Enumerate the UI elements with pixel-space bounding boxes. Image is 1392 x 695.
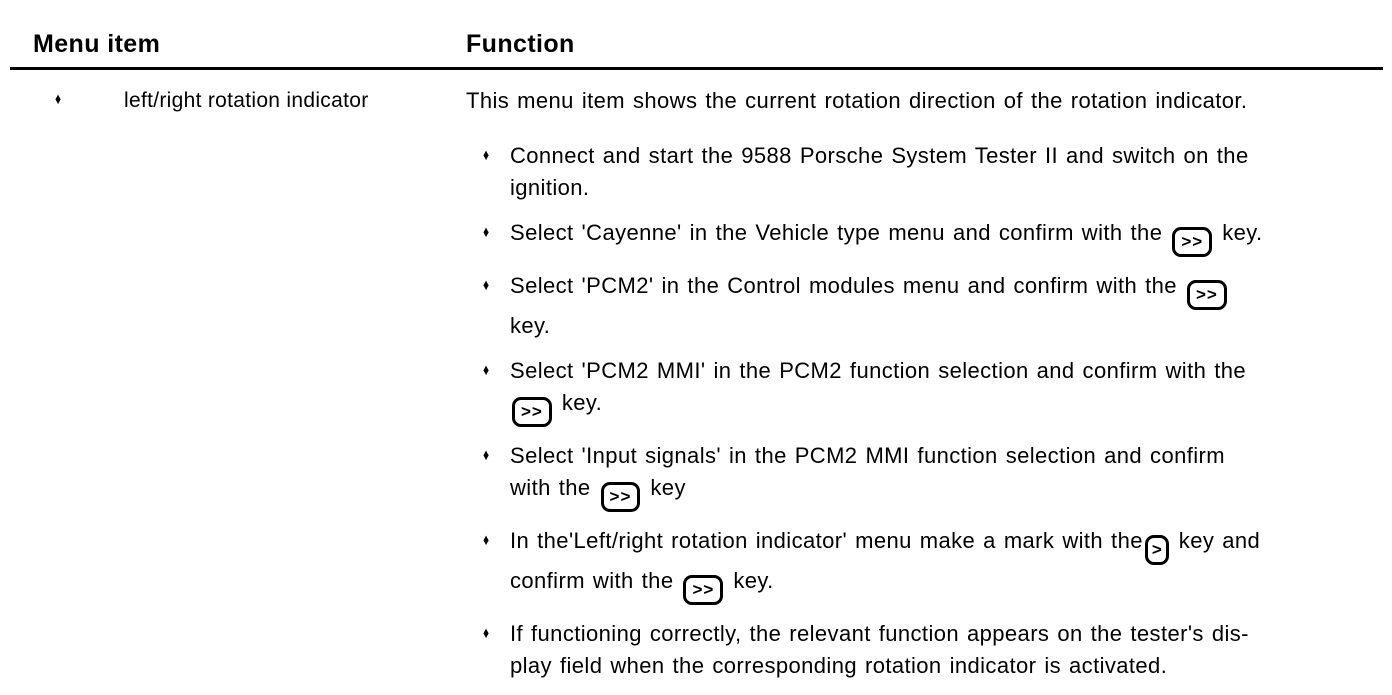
- bullet-diamond-icon: ♦: [483, 532, 490, 549]
- header-divider-rule: [10, 67, 1383, 70]
- step-text: Select 'PCM2 MMI' in the PCM2 function s…: [510, 358, 1246, 427]
- step-text: Select 'PCM2' in the Control modules men…: [510, 273, 1229, 338]
- column-header-menu-item: Menu item: [33, 30, 161, 58]
- bullet-diamond-icon: ♦: [55, 91, 62, 108]
- step-item: ♦ Select 'PCM2 MMI' in the PCM2 function …: [466, 355, 1368, 427]
- bullet-diamond-icon: ♦: [483, 147, 490, 164]
- step-text: Select 'Input signals' in the PCM2 MMI f…: [510, 443, 1225, 512]
- step-item: ♦ In the'Left/right rotation indicator' m…: [466, 525, 1368, 605]
- bullet-diamond-icon: ♦: [483, 362, 490, 379]
- bullet-diamond-icon: ♦: [483, 625, 490, 642]
- step-item: ♦ Select 'Cayenne' in the Vehicle type me…: [466, 217, 1368, 257]
- double-arrow-key-icon: >>: [512, 397, 552, 427]
- step-item: ♦ If functioning correctly, the relevant …: [466, 618, 1368, 682]
- double-arrow-key-icon: >>: [1172, 227, 1213, 257]
- bullet-diamond-icon: ♦: [483, 447, 490, 464]
- step-item: ♦ Connect and start the 9588 Porsche Syst…: [466, 140, 1368, 204]
- table-header-row: Menu item Function: [0, 0, 1392, 58]
- manual-page: Menu item Function ♦ left/right rotation…: [0, 0, 1392, 678]
- step-text: If functioning correctly, the relevant f…: [510, 621, 1249, 678]
- step-text: Select 'Cayenne' in the Vehicle type men…: [510, 220, 1263, 257]
- function-cell: This menu item shows the current rotatio…: [466, 85, 1392, 695]
- double-arrow-key-icon: >>: [600, 482, 641, 512]
- single-arrow-key-icon: >: [1144, 535, 1169, 565]
- step-text: In the'Left/right rotation indicator' me…: [510, 528, 1260, 605]
- menu-item-cell: ♦ left/right rotation indicator: [0, 85, 466, 695]
- double-arrow-key-icon: >>: [1186, 280, 1227, 310]
- step-text: Connect and start the 9588 Porsche Syste…: [510, 143, 1249, 200]
- step-item: ♦ Select 'PCM2' in the Control modules me…: [466, 270, 1368, 342]
- table-body-row: ♦ left/right rotation indicator This men…: [0, 70, 1392, 695]
- column-header-function: Function: [466, 30, 575, 58]
- steps-list: ♦ Connect and start the 9588 Porsche Syst…: [466, 140, 1368, 682]
- menu-item-label: left/right rotation indicator: [124, 89, 369, 112]
- double-arrow-key-icon: >>: [683, 575, 724, 605]
- function-intro-text: This menu item shows the current rotatio…: [466, 88, 1248, 113]
- bullet-diamond-icon: ♦: [483, 277, 490, 294]
- bullet-diamond-icon: ♦: [483, 224, 490, 241]
- step-item: ♦ Select 'Input signals' in the PCM2 MMI …: [466, 440, 1368, 512]
